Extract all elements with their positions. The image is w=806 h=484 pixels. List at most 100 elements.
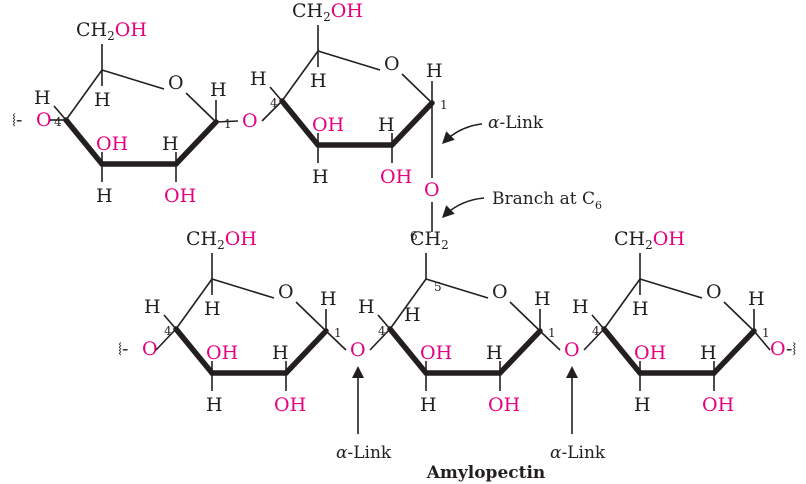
- branch-annotation: Branch at C6: [442, 189, 602, 218]
- bond-bold: [63, 117, 105, 167]
- carbon-number-1: 1: [548, 326, 556, 340]
- h-c3: H: [420, 394, 437, 416]
- bond-bold: [279, 98, 321, 148]
- h-c3: H: [312, 166, 329, 188]
- bond-line: [369, 328, 391, 351]
- ring-oxygen: O: [384, 53, 400, 75]
- bridge-oxygen: O: [564, 339, 580, 361]
- carbon-number-4: 4: [592, 324, 600, 338]
- oh-c2: OH: [488, 394, 520, 416]
- carbon-number-5: 5: [434, 280, 442, 294]
- branch-label: Branch at C6: [492, 189, 602, 212]
- bridge-oxygen: O: [242, 110, 258, 132]
- ch2-group: CH2: [410, 228, 449, 252]
- chain-start-top-oxygen: O: [36, 109, 52, 131]
- h-c1: H: [748, 288, 765, 310]
- h-c4: H: [34, 87, 51, 109]
- link-ring4-ring5: O: [539, 328, 605, 361]
- h-c2: H: [700, 342, 717, 364]
- chain-start-bottom: ⧙-: [118, 338, 128, 360]
- h-c5: H: [204, 298, 221, 320]
- arrow-head: [442, 131, 455, 144]
- h-c1: H: [534, 288, 551, 310]
- alpha-link-annotation-right: α-Link: [550, 366, 606, 463]
- h-c2: H: [378, 114, 395, 136]
- bond-line: [211, 278, 275, 299]
- h-c1: H: [210, 79, 227, 101]
- diagram-title: Amylopectin: [426, 463, 546, 483]
- oh-c3: OH: [312, 114, 344, 136]
- chain-end-bottom-oxygen: O: [770, 338, 786, 360]
- h-c4: H: [144, 296, 161, 318]
- chain-start-bottom-oxygen: O: [142, 338, 158, 360]
- bond-line: [53, 105, 67, 121]
- link-ring1-ring2: O: [215, 100, 283, 132]
- arrow-head: [352, 366, 364, 378]
- alpha-link-label-right: α-Link: [550, 443, 606, 463]
- arrow-head: [566, 366, 578, 378]
- bond-line: [281, 50, 319, 102]
- h-c5: H: [632, 298, 649, 320]
- ch2oh-group: CH2OH: [614, 228, 685, 252]
- h-c3: H: [206, 394, 223, 416]
- bond-line: [269, 86, 283, 102]
- h-c5: H: [94, 89, 111, 111]
- bond-bold: [601, 326, 643, 376]
- bond-line: [101, 69, 165, 90]
- h-c2: H: [272, 342, 289, 364]
- h-c4: H: [250, 68, 267, 90]
- alpha-link-annotation-top: α-Link: [442, 113, 544, 144]
- bond-line: [163, 314, 177, 330]
- branch-link: O6: [410, 103, 440, 243]
- ring-oxygen: O: [492, 281, 508, 303]
- h-c2: H: [162, 133, 179, 155]
- ring-oxygen: O: [168, 72, 184, 94]
- bridge-oxygen: O: [350, 339, 366, 361]
- h-c3: H: [634, 394, 651, 416]
- ring-oxygen: O: [278, 281, 294, 303]
- arrow-head: [442, 205, 455, 218]
- carbon-number-6: 6: [410, 229, 418, 243]
- carbon-number-1: 1: [762, 326, 770, 340]
- branch-oxygen: O: [424, 179, 440, 201]
- bond-line: [583, 328, 605, 351]
- bond-line: [539, 330, 561, 351]
- h-c4: H: [572, 296, 589, 318]
- oh-c2: OH: [164, 185, 196, 207]
- h-c4: H: [358, 296, 375, 318]
- ch2oh-group: CH2OH: [186, 228, 257, 252]
- bond-line: [603, 278, 641, 330]
- bond-line: [509, 301, 541, 332]
- oh-c3: OH: [206, 342, 238, 364]
- carbon-number-1: 1: [224, 117, 232, 131]
- bond-line: [215, 120, 239, 123]
- bond-line: [639, 278, 703, 299]
- h-c3: H: [96, 185, 113, 207]
- glucose-rings: OCH2OHHH4H1OHHHOHOCH2OHHH4H1OHHHOHOCH2OH…: [34, 0, 770, 416]
- bond-line: [185, 92, 217, 123]
- ch2oh-group: CH2OH: [292, 0, 363, 24]
- bond-line: [175, 278, 213, 330]
- chain-end-bottom: -⧘: [786, 338, 796, 360]
- oh-c2: OH: [702, 394, 734, 416]
- carbon-number-4: 4: [164, 324, 172, 338]
- carbon-number-4: 4: [378, 324, 386, 338]
- bond-bold: [387, 326, 429, 376]
- carbon-number-4: 4: [54, 115, 62, 129]
- bond-line: [65, 69, 103, 121]
- h-c5: H: [310, 70, 327, 92]
- bond-line: [401, 73, 433, 104]
- h-c5: H: [404, 304, 421, 326]
- h-c1: H: [426, 60, 443, 82]
- oh-c3: OH: [96, 133, 128, 155]
- bond-line: [377, 314, 391, 330]
- bond-line: [753, 330, 771, 351]
